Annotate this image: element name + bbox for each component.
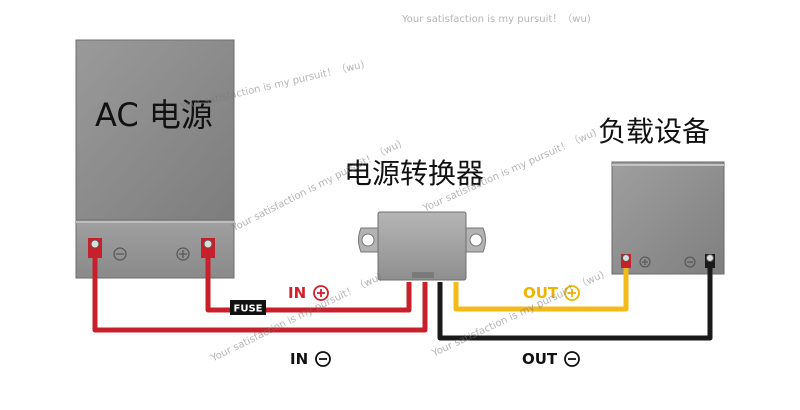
out-positive-label: OUT: [523, 284, 559, 302]
fuse-box: [230, 300, 266, 315]
in-positive-label: IN: [288, 284, 306, 302]
output-positive-wire: [453, 268, 629, 312]
ac-power-label: AC 电源: [95, 96, 213, 134]
load-plus-symbol-icon: [639, 256, 651, 268]
plus-circle-icon: [313, 285, 329, 301]
input-positive-wire: [205, 258, 412, 313]
ac-positive-terminal: [201, 238, 215, 258]
output-negative-wire: [437, 268, 713, 341]
load-positive-terminal: [621, 254, 631, 268]
fuse-label: FUSE: [234, 304, 263, 315]
ac-power-box: [75, 39, 235, 279]
load-negative-terminal: [705, 254, 715, 268]
out-negative-label: OUT: [522, 350, 558, 368]
plus-circle-icon: [564, 285, 580, 301]
ac-negative-terminal: [88, 238, 102, 258]
ac-minus-symbol-icon: [113, 247, 127, 261]
ac-plus-symbol-icon: [176, 247, 190, 261]
load-device-label: 负载设备: [598, 115, 711, 148]
load-minus-symbol-icon: [684, 256, 696, 268]
in-negative-label: IN: [290, 350, 308, 368]
minus-circle-icon: [564, 351, 580, 367]
converter-label: 电源转换器: [344, 157, 485, 190]
minus-circle-icon: [315, 351, 331, 367]
power-converter: [358, 211, 486, 281]
input-negative-wire: [92, 258, 428, 333]
